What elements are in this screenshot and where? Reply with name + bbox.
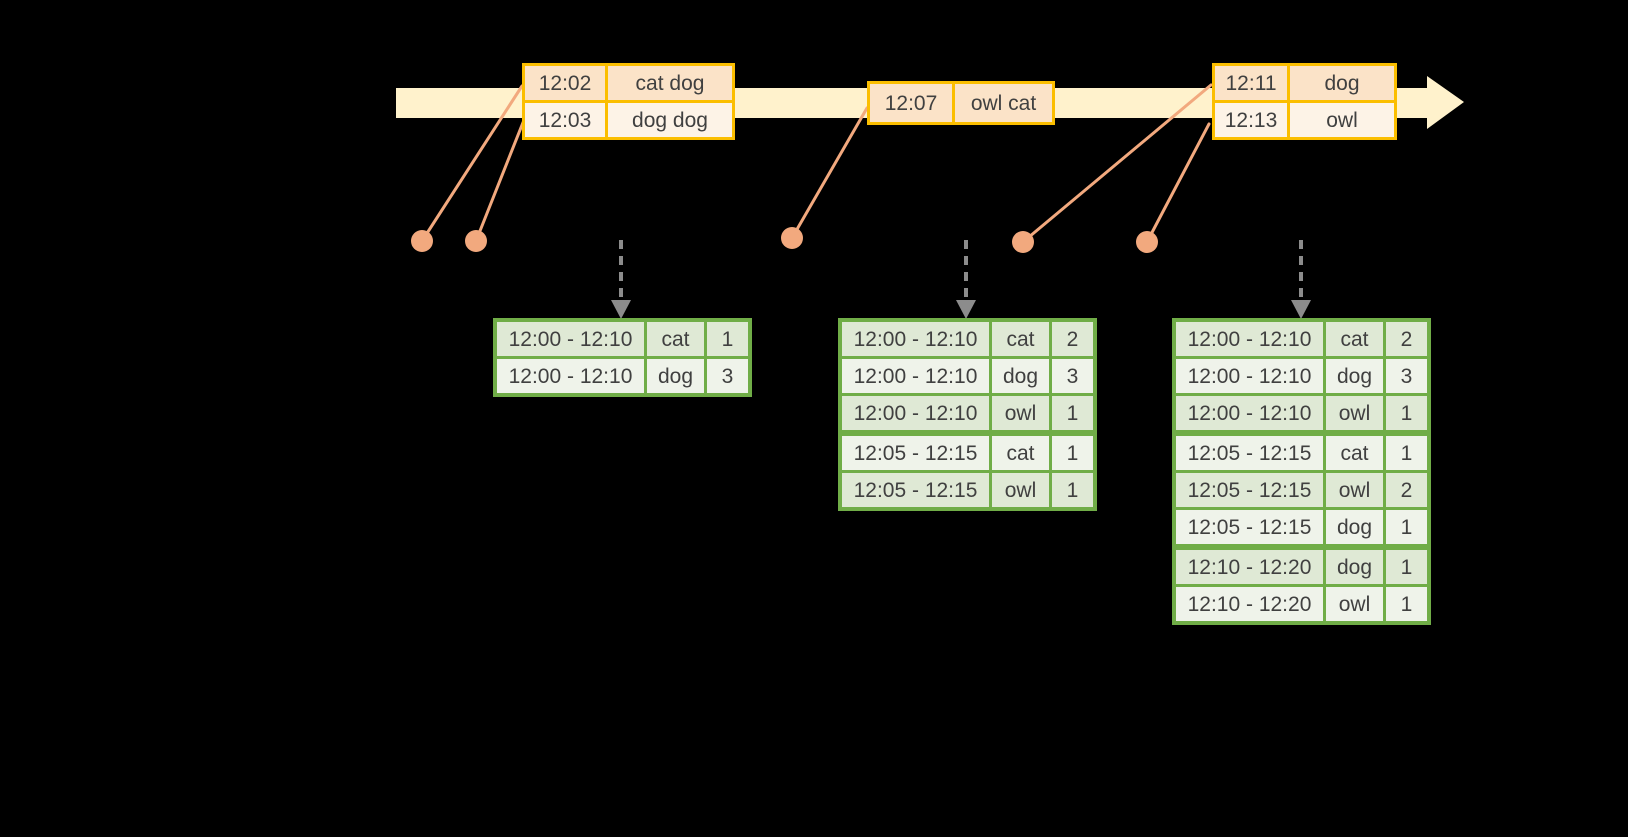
result-table-cell: 1 [1386,436,1427,470]
event-table-cell: 12:13 [1215,103,1287,137]
result-table-cell: 2 [1386,473,1427,507]
event-table-cell: dog dog [608,103,732,137]
trigger-arrow [1291,240,1311,319]
event-connector-line [790,106,869,240]
result-table-cell: 1 [1052,473,1093,507]
result-table-cell: 1 [1386,550,1427,584]
result-table-cell: 12:00 - 12:10 [1176,322,1323,356]
event-connector-line [474,118,526,243]
result-table-cell: 1 [1386,396,1427,430]
result-table-cell: 1 [707,322,748,356]
result-table-cell: 3 [1052,359,1093,393]
result-table-cell: dog [647,359,704,393]
result-table-cell: 12:05 - 12:15 [1176,436,1323,470]
result-table-cell: 12:05 - 12:15 [1176,473,1323,507]
trigger-arrowhead-icon [611,300,631,319]
result-table-cell: 12:00 - 12:10 [497,359,644,393]
result-table-cell: cat [647,322,704,356]
result-table-cell: 12:00 - 12:10 [842,322,989,356]
result-table-cell: dog [1326,359,1383,393]
event-connector-line [1021,83,1213,244]
result-table-cell: cat [992,322,1049,356]
event-dot [781,227,803,249]
trigger-arrow [611,240,631,319]
result-table-cell: 12:00 - 12:10 [842,359,989,393]
result-table-cell: 12:10 - 12:20 [1176,587,1323,621]
event-table-cell: cat dog [608,66,732,100]
trigger-arrowhead-icon [956,300,976,319]
result-table-cell: owl [1326,473,1383,507]
result-table-cell: owl [1326,587,1383,621]
event-dot [1012,231,1034,253]
result-table-cell: 12:00 - 12:10 [842,396,989,430]
result-table-cell: 1 [1386,510,1427,544]
result-table-cell: 12:00 - 12:10 [1176,396,1323,430]
result-table-cell: dog [992,359,1049,393]
result-table-cell: 12:10 - 12:20 [1176,550,1323,584]
event-table-cell: owl cat [955,84,1052,122]
event-table-cell: dog [1290,66,1394,100]
result-table-cell: owl [992,396,1049,430]
result-table-cell: cat [1326,322,1383,356]
result-table-cell: owl [992,473,1049,507]
result-table-cell: 12:00 - 12:10 [497,322,644,356]
result-table-cell: 1 [1052,436,1093,470]
result-table-cell: 2 [1386,322,1427,356]
result-table-cell: 2 [1052,322,1093,356]
result-table-cell: dog [1326,510,1383,544]
result-table-cell: 1 [1386,587,1427,621]
event-table-cell: owl [1290,103,1394,137]
event-dot [465,230,487,252]
trigger-arrowhead-icon [1291,300,1311,319]
result-table-cell: 3 [707,359,748,393]
event-table-cell: 12:03 [525,103,605,137]
trigger-arrow [956,240,976,319]
event-table-cell: 12:07 [870,84,952,122]
result-table-cell: 12:05 - 12:15 [842,473,989,507]
result-table-cell: 12:05 - 12:15 [1176,510,1323,544]
result-table-cell: 1 [1052,396,1093,430]
event-dot [1136,231,1158,253]
event-dot [411,230,433,252]
result-table-cell: owl [1326,396,1383,430]
event-connector-line [1145,122,1211,244]
result-table-cell: cat [1326,436,1383,470]
result-table-cell: 12:05 - 12:15 [842,436,989,470]
event-table-cell: 12:02 [525,66,605,100]
result-table-cell: dog [1326,550,1383,584]
event-table-cell: 12:11 [1215,66,1287,100]
event-connector-line [420,84,524,243]
result-table-cell: 12:00 - 12:10 [1176,359,1323,393]
result-table-cell: cat [992,436,1049,470]
result-table-cell: 3 [1386,359,1427,393]
